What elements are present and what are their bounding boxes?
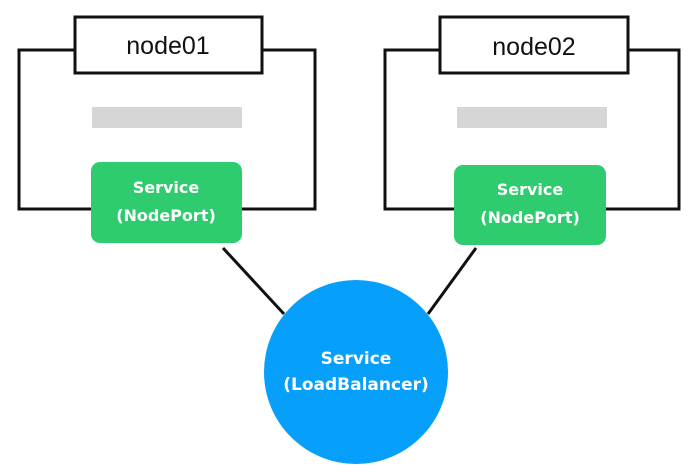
loadbalancer-service: Service (LoadBalancer)	[264, 280, 448, 464]
loadbalancer-type-label: Service	[321, 349, 392, 369]
service-type-label: Service	[133, 178, 200, 197]
service-type-label: Service	[497, 180, 564, 199]
service-kind-label: (NodePort)	[116, 206, 216, 225]
node-title-box	[73, 15, 264, 75]
loadbalancer-circle	[264, 280, 448, 464]
node-title: node01	[126, 32, 209, 60]
loadbalancer-kind-label: (LoadBalancer)	[283, 375, 429, 395]
node-title: node02	[492, 33, 575, 61]
connector-node01-to-loadbalancer	[221, 246, 286, 316]
service-kind-label: (NodePort)	[480, 208, 580, 227]
node-title-box	[438, 15, 630, 75]
placeholder-bar	[457, 107, 607, 128]
node-node02: node02 Service (NodePort)	[383, 15, 681, 245]
connector-node02-to-loadbalancer	[426, 247, 478, 315]
nodeport-service-box	[454, 165, 606, 245]
nodeport-service-box	[91, 162, 242, 243]
placeholder-bar	[92, 107, 242, 128]
node-node01: node01 Service (NodePort)	[17, 15, 317, 243]
